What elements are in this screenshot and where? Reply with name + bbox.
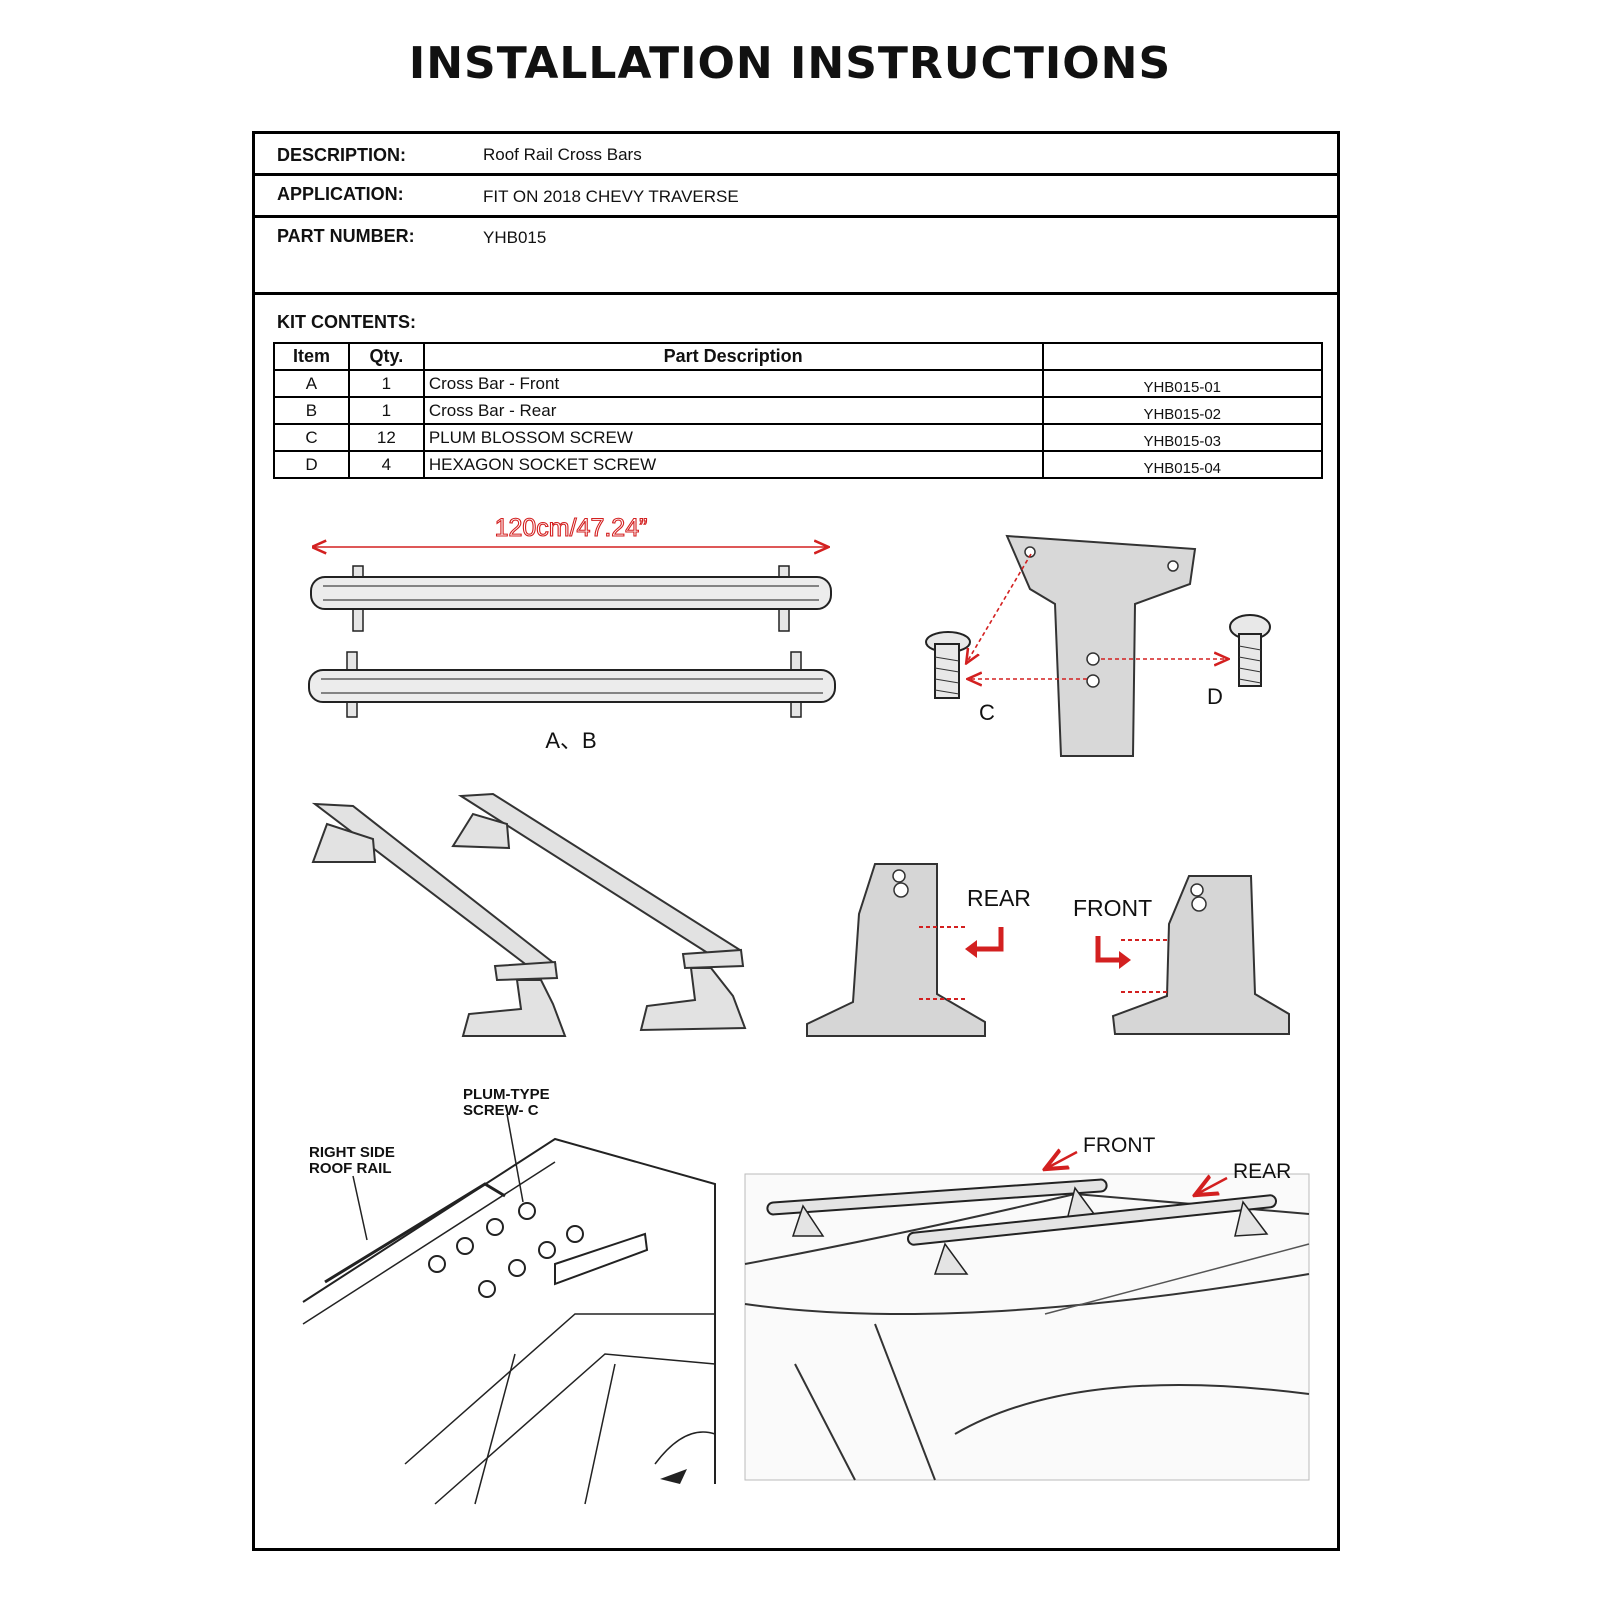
item-cell: A [273,369,350,398]
item-cell: B [273,396,350,425]
front-foot-figure: FRONT [1073,875,1290,1035]
qty-cell: 1 [347,369,425,398]
part-number-cell: YHB015-03 [1041,423,1324,452]
car-crossbars-figure: FRONT REAR [744,1134,1310,1481]
length-label: 120cm/47.24” [495,514,648,542]
rear-cross-bar [906,1194,1278,1275]
part-number-row: PART NUMBER: YHB015 [255,218,1337,295]
application-row: APPLICATION: FIT ON 2018 CHEVY TRAVERSE [255,176,1337,218]
page-title: INSTALLATION INSTRUCTIONS [408,38,1172,89]
angled-bars-figure [311,792,747,1037]
plum-screw-icon [428,1202,584,1298]
screw-d-label: D [1207,684,1223,709]
part-number-value: YHB015 [483,228,547,247]
instruction-sheet: DESCRIPTION: Roof Rail Cross Bars APPLIC… [252,131,1340,1551]
qty-cell: 12 [347,423,425,452]
column-header-description: Part Description [422,342,1044,371]
column-header-item: Item [273,342,350,371]
roof-rail-diagram: PLUM-TYPE SCREW- C RIGHT SIDE ROOF RAIL [302,1086,716,1505]
table-row: B 1 Cross Bar - Rear YHB015-02 [273,396,1324,425]
front-label: FRONT [1073,895,1152,921]
front-cross-bar [766,1178,1108,1237]
car-rear-label: REAR [1233,1160,1291,1183]
hex-screw-icon [1229,614,1271,687]
part-number-cell: YHB015-04 [1041,450,1324,479]
description-row: DESCRIPTION: Roof Rail Cross Bars [255,134,1337,176]
screw-c-label: C [979,700,995,725]
car-front-label: FRONT [1083,1134,1155,1157]
item-cell: C [273,423,350,452]
qty-cell: 1 [347,396,425,425]
bars-label: A、B [545,728,596,753]
qty-cell: 4 [347,450,425,479]
cross-bar-b [308,651,836,718]
roof-rail-label: ROOF RAIL [309,1160,392,1177]
table-row: D 4 HEXAGON SOCKET SCREW YHB015-04 [273,450,1324,479]
kit-contents-table: Item Qty. Part Description A 1 Cross Bar… [273,342,1324,479]
plum-screw-label: SCREW- C [463,1102,539,1119]
description-cell: HEXAGON SOCKET SCREW [422,450,1044,479]
item-cell: D [273,450,350,479]
kit-contents-label: KIT CONTENTS: [277,312,416,332]
table-header-row: Item Qty. Part Description [273,342,1324,371]
column-header-qty: Qty. [347,342,425,371]
rear-label: REAR [967,885,1031,911]
illustrations: 120cm/47.24” A、B [302,513,1310,1505]
table-row: C 12 PLUM BLOSSOM SCREW YHB015-03 [273,423,1324,452]
column-header-part-number [1041,342,1324,371]
cross-bar-a [310,565,832,632]
bracket-screws-figure: C D [925,534,1271,757]
application-label: APPLICATION: [277,184,404,204]
roof-rail-label: RIGHT SIDE [309,1144,395,1161]
description-cell: Cross Bar - Front [422,369,1044,398]
description-cell: PLUM BLOSSOM SCREW [422,423,1044,452]
plum-screw-icon [925,631,971,699]
description-label: DESCRIPTION: [277,145,407,165]
part-number-cell: YHB015-01 [1041,369,1324,398]
part-number-cell: YHB015-02 [1041,396,1324,425]
part-number-label: PART NUMBER: [277,226,415,246]
plum-screw-label: PLUM-TYPE [463,1086,550,1103]
description-cell: Cross Bar - Rear [422,396,1044,425]
table-row: A 1 Cross Bar - Front YHB015-01 [273,369,1324,398]
cross-bars-figure: 120cm/47.24” A、B [308,513,836,753]
description-value: Roof Rail Cross Bars [483,145,642,164]
rear-foot-figure: REAR [806,863,1031,1037]
application-value: FIT ON 2018 CHEVY TRAVERSE [483,187,739,206]
